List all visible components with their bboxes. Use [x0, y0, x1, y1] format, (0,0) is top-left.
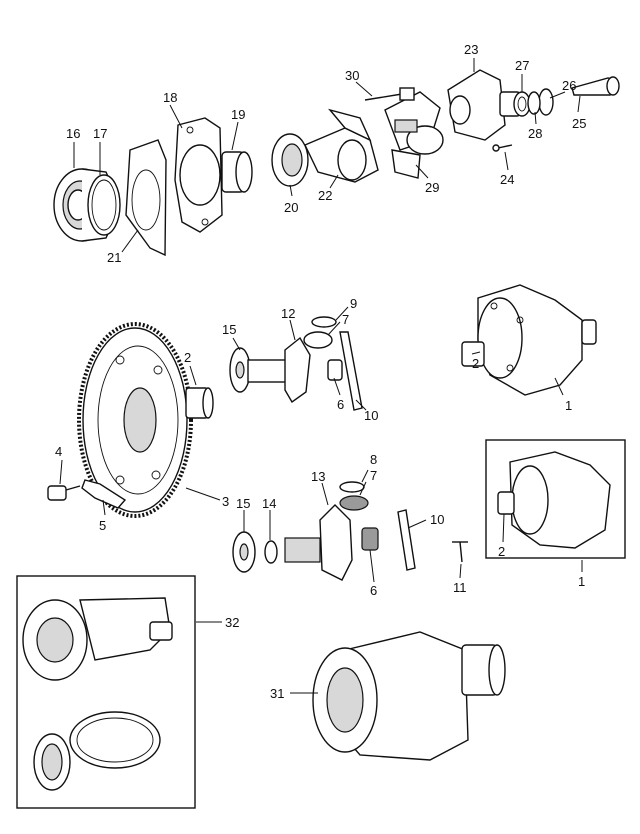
callout-15-top: 15	[222, 322, 236, 337]
side-gear-part-12	[247, 336, 311, 404]
callout-2-inset: 2	[498, 544, 505, 559]
housing-boss-part-19	[221, 151, 253, 193]
callout-24: 24	[500, 172, 514, 187]
callout-30: 30	[345, 68, 359, 83]
callout-23: 23	[464, 42, 478, 57]
pin-part-6-top	[327, 359, 343, 381]
callout-2-right: 2	[472, 356, 479, 371]
callout-3: 3	[222, 494, 229, 509]
flange-part-23	[447, 69, 521, 141]
o-ring-part-17	[87, 174, 121, 236]
callout-9: 9	[350, 296, 357, 311]
differential-case-part-1-top	[461, 284, 597, 396]
drive-shaft-joint-part-31	[312, 631, 506, 761]
thrust-washer-part-15-bottom	[232, 531, 256, 573]
seal-part-20	[271, 133, 309, 187]
bolt-part-30	[364, 87, 415, 101]
callout-1-top: 1	[565, 398, 572, 413]
callout-27: 27	[515, 58, 529, 73]
callout-29: 29	[425, 180, 439, 195]
callout-labels: 16 17 18 19 20 21 22 23 24 25 26 27 28 2…	[55, 42, 586, 701]
callout-21: 21	[107, 250, 121, 265]
inset-frame-part-32	[16, 575, 196, 809]
spring-washer-part-28	[527, 91, 541, 115]
planet-gear-part-7-bottom	[339, 495, 369, 511]
housing-part-18	[174, 117, 223, 233]
bolt-part-4	[47, 485, 81, 501]
pin-part-6-bottom	[361, 527, 379, 551]
callout-19: 19	[231, 107, 245, 122]
drive-flange-part-22	[304, 108, 379, 183]
callout-20: 20	[284, 200, 298, 215]
washer-part-8	[339, 481, 365, 493]
callout-25: 25	[572, 116, 586, 131]
crown-wheel-part-3	[77, 322, 193, 518]
callout-18: 18	[163, 90, 177, 105]
callout-13: 13	[311, 469, 325, 484]
callout-12: 12	[281, 306, 295, 321]
stud-part-25	[571, 76, 620, 96]
callout-10-bottom: 10	[430, 512, 444, 527]
callout-6-top: 6	[337, 397, 344, 412]
callout-6-bottom: 6	[370, 583, 377, 598]
callout-26: 26	[562, 78, 576, 93]
callout-14: 14	[262, 496, 276, 511]
callout-32: 32	[225, 615, 239, 630]
callout-7-bottom: 7	[370, 468, 377, 483]
universal-joint-yoke-part-29	[384, 91, 444, 179]
washer-part-9	[311, 316, 337, 328]
side-gear-part-13	[284, 504, 353, 581]
callout-31: 31	[270, 686, 284, 701]
planet-gear-part-7-top	[303, 331, 333, 349]
callout-11: 11	[453, 580, 467, 595]
callout-2-left: 2	[184, 350, 191, 365]
bearing-part-2-top	[185, 387, 214, 419]
callout-10-top: 10	[364, 408, 378, 423]
callout-15-bottom: 15	[236, 496, 250, 511]
washer-part-26	[538, 88, 554, 116]
thrust-washer-part-15-top	[229, 347, 251, 393]
cross-pin-part-10-top	[339, 331, 363, 411]
rivet-part-11	[452, 541, 468, 563]
callout-22: 22	[318, 188, 332, 203]
lock-tab-part-5	[81, 479, 127, 509]
gasket-part-21	[125, 139, 167, 257]
callout-5: 5	[99, 518, 106, 533]
washer-part-14	[264, 540, 278, 564]
callout-4: 4	[55, 444, 62, 459]
inset-frame-part-1	[485, 439, 626, 559]
callout-16: 16	[66, 126, 80, 141]
pin-part-24	[492, 144, 513, 152]
leader-lines	[59, 58, 583, 694]
callout-17: 17	[93, 126, 107, 141]
callout-28: 28	[528, 126, 542, 141]
callout-8: 8	[370, 452, 377, 467]
callout-1-inset: 1	[578, 574, 585, 589]
cross-pin-part-10-bottom	[397, 509, 416, 571]
callout-7-top: 7	[342, 312, 349, 327]
